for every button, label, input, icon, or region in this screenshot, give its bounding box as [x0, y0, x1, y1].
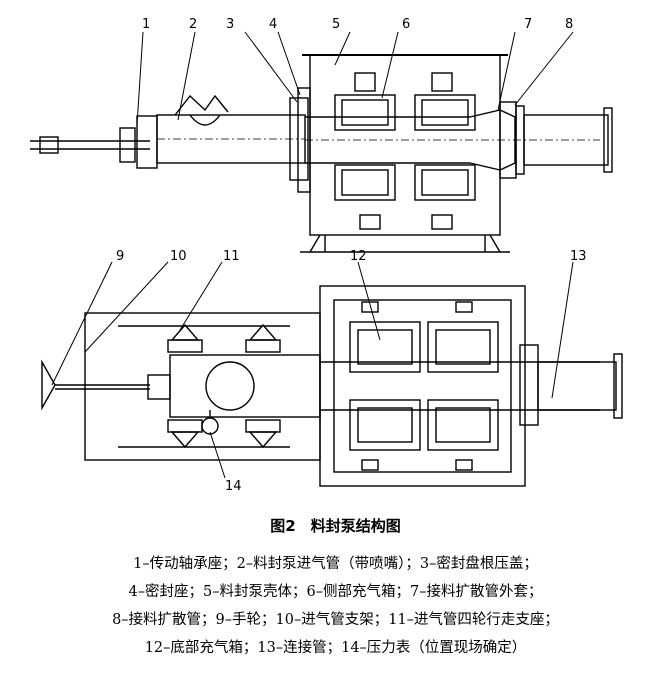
- inlet-pipe-with-nozzle: [156, 94, 306, 164]
- label-5: 5: [332, 17, 340, 32]
- label-6: 6: [402, 17, 410, 32]
- label-12: 12: [350, 249, 367, 264]
- label-10: 10: [170, 249, 187, 264]
- legend-line: 12–底部充气箱；13–连接管；14–压力表（位置现场确定）: [144, 640, 527, 656]
- drive-bearing-seat: [30, 115, 158, 169]
- legend-line: 8–接料扩散管；9–手轮；10–进气管支架；11–进气管四轮行走支座；: [112, 612, 559, 628]
- pressure-gauge: [201, 410, 219, 435]
- label-13: 13: [570, 249, 587, 264]
- label-9: 9: [116, 249, 124, 264]
- plan-view: [41, 285, 623, 487]
- legend-line: 4–密封座；5–料封泵壳体；6–侧部充气箱；7–接料扩散管外套；: [128, 584, 543, 600]
- pump-housing: [300, 54, 600, 253]
- label-14: 14: [225, 479, 242, 494]
- label-7: 7: [524, 17, 532, 32]
- connecting-pipe: [519, 344, 623, 426]
- figure-caption: 图2 料封泵结构图: [270, 517, 401, 535]
- parts-legend: 1–传动轴承座；2–料封泵进气管（带喷嘴）；3–密封盘根压盖； 4–密封座；5–…: [0, 550, 671, 662]
- handwheel: [41, 359, 171, 411]
- side-aeration-boxes: [334, 72, 476, 230]
- inlet-pipe-support: [84, 312, 321, 461]
- label-8: 8: [565, 17, 573, 32]
- legend-line: 1–传动轴承座；2–料封泵进气管（带喷嘴）；3–密封盘根压盖；: [133, 556, 538, 572]
- side-elevation-view: [30, 54, 613, 253]
- receiving-diffuser-pipe: [469, 101, 613, 179]
- pump-structure-diagram: 1 2 3 4 5 6 7 8 9 10 11 12 13 14: [30, 17, 623, 494]
- label-4: 4: [269, 17, 277, 32]
- label-1: 1: [142, 17, 150, 32]
- label-11: 11: [223, 249, 240, 264]
- housing-plan: [319, 285, 600, 487]
- part-number-labels: 1 2 3 4 5 6 7 8 9 10 11 12 13 14: [116, 17, 587, 494]
- label-3: 3: [226, 17, 234, 32]
- four-wheel-support: [167, 323, 321, 449]
- leader-lines: [51, 31, 574, 479]
- label-2: 2: [189, 17, 197, 32]
